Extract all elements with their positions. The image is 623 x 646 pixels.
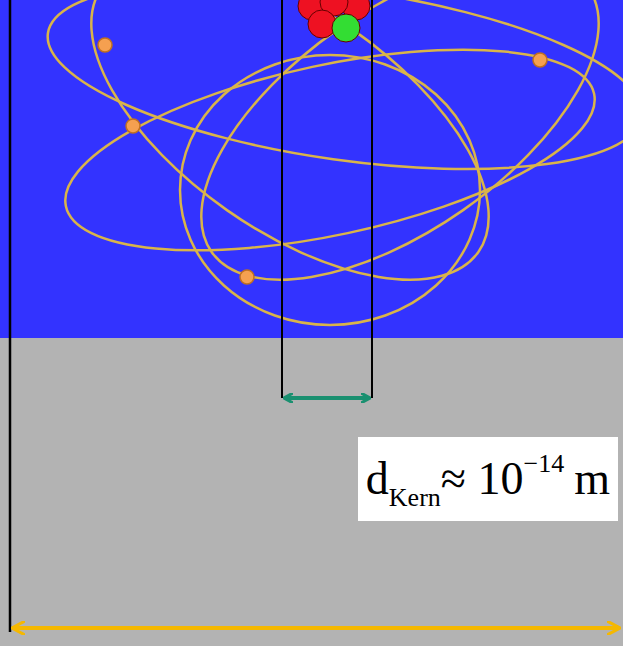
nucleus bbox=[298, 0, 370, 42]
dimension-label: dKern≈ 10−14 m bbox=[358, 437, 618, 521]
extent-line bbox=[281, 0, 283, 398]
nucleus-dimension-arrow bbox=[285, 396, 369, 400]
grey-background bbox=[0, 338, 623, 646]
extent-line bbox=[371, 0, 373, 398]
exponent: −14 bbox=[524, 449, 565, 478]
unit: m bbox=[574, 453, 610, 504]
electrons bbox=[98, 38, 547, 284]
extent-line bbox=[9, 0, 12, 632]
symbol-letter: d bbox=[366, 453, 389, 504]
approx-value: ≈ 10 bbox=[441, 453, 524, 504]
blue-background bbox=[0, 0, 623, 338]
subscript: Kern bbox=[389, 483, 441, 512]
atom-dimension-arrow bbox=[13, 626, 619, 630]
electron-orbits bbox=[36, 0, 623, 342]
